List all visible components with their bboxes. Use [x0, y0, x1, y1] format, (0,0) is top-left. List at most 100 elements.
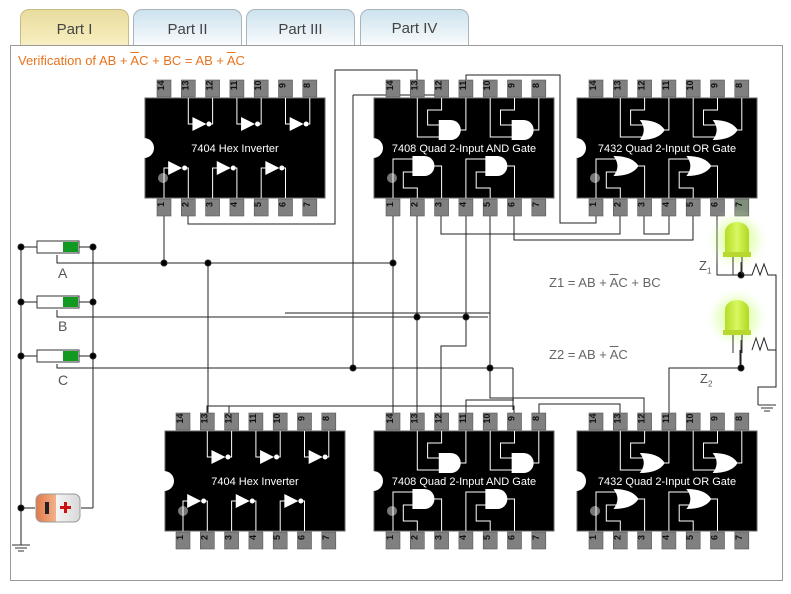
pin-9: 9	[507, 412, 522, 431]
pin-number: 1	[588, 202, 598, 207]
wire	[56, 310, 488, 318]
junction-dot	[89, 352, 97, 360]
inverter-bubble	[206, 121, 212, 127]
pin-2: 2	[409, 198, 425, 217]
pin-box	[181, 198, 196, 217]
inverter-bubble	[274, 454, 280, 460]
inverter-bubble	[322, 454, 328, 460]
pin-11: 11	[248, 412, 264, 431]
chip-notch	[576, 138, 586, 158]
inverter-bubble	[303, 121, 309, 127]
pin-7: 7	[531, 531, 547, 550]
pin-number: 9	[507, 416, 517, 421]
junction-dot	[17, 504, 25, 512]
chip-body	[373, 430, 555, 532]
circuit-panel	[10, 45, 783, 581]
led-z2-letter: Z	[700, 371, 708, 386]
inverter-bubble	[279, 165, 285, 171]
pin-13: 13	[409, 79, 425, 98]
pin-number: 11	[458, 81, 468, 91]
pin-8: 8	[321, 412, 337, 431]
tab-part-1[interactable]: Part I	[20, 9, 129, 46]
pin-number: 10	[685, 413, 695, 423]
pin-number: 8	[734, 83, 744, 88]
chip-notch	[144, 138, 154, 158]
pin-box	[458, 412, 474, 431]
tab-part-4[interactable]: Part IV	[360, 9, 469, 46]
switch-a[interactable]	[36, 240, 80, 254]
pin-number: 5	[482, 535, 492, 540]
pin-box	[302, 198, 318, 217]
inverter-bubble	[225, 454, 231, 460]
pin-box	[434, 79, 449, 98]
pin-number: 10	[482, 413, 492, 423]
pin-box	[297, 531, 312, 550]
pin-8: 8	[734, 412, 750, 431]
pin-number: 13	[612, 413, 622, 423]
or-gate-icon	[712, 120, 738, 140]
pin-box	[612, 412, 628, 431]
pin-14: 14	[588, 412, 604, 431]
pin-number: 2	[180, 202, 190, 207]
junction-dot	[737, 271, 745, 279]
pin-box	[612, 531, 628, 550]
pin-4: 4	[458, 198, 474, 217]
pin-number: 14	[175, 413, 185, 423]
pin1-marker	[387, 506, 397, 516]
pin-8: 8	[302, 79, 318, 98]
pin-1: 1	[588, 198, 604, 217]
chip-notch	[373, 471, 383, 491]
pin-number: 3	[637, 535, 647, 540]
wire	[465, 399, 514, 413]
pin-6: 6	[297, 531, 312, 550]
pin-6: 6	[710, 531, 725, 550]
title-text-end: C	[235, 53, 245, 68]
switch-b[interactable]	[36, 295, 80, 309]
wire	[668, 350, 741, 413]
led-rim	[723, 252, 751, 257]
not-gate-icon	[168, 161, 183, 175]
pin-5: 5	[685, 531, 701, 550]
wire	[643, 216, 670, 235]
junction-dot	[17, 243, 25, 251]
and-gate-icon	[511, 120, 534, 140]
pin-11: 11	[229, 79, 245, 98]
pin-box	[321, 531, 337, 550]
pin-11: 11	[661, 79, 677, 98]
chip-label: 7404 Hex Inverter	[191, 143, 279, 155]
junction-dot	[486, 364, 494, 372]
pin-box	[531, 79, 547, 98]
wire	[465, 74, 597, 224]
wire	[440, 313, 467, 413]
pin-5: 5	[482, 531, 498, 550]
inverter-bubble	[255, 121, 261, 127]
pin1-marker	[158, 173, 168, 183]
pin-5: 5	[685, 198, 701, 217]
eq-z2-text: Z2 = AB +	[549, 347, 610, 362]
pin-box	[588, 531, 604, 550]
pin-box	[272, 531, 288, 550]
pin-number: 10	[482, 80, 492, 90]
pin-box	[385, 198, 401, 217]
pin-box	[507, 531, 522, 550]
pin-number: 7	[734, 535, 744, 540]
pin-box	[321, 412, 337, 431]
switch-c[interactable]	[36, 349, 80, 363]
pin-number: 12	[434, 413, 444, 423]
pin-6: 6	[507, 531, 522, 550]
tab-part-3[interactable]: Part III	[246, 9, 355, 46]
pin-13: 13	[409, 412, 425, 431]
pin-number: 2	[612, 535, 622, 540]
pin-number: 10	[272, 413, 282, 423]
tab-part-2[interactable]: Part II	[133, 9, 242, 46]
pin-number: 10	[253, 80, 263, 90]
pin-box	[434, 412, 449, 431]
pin-number: 13	[180, 80, 190, 90]
pin-3: 3	[637, 198, 652, 217]
pin-3: 3	[434, 531, 449, 550]
pin-number: 14	[588, 80, 598, 90]
